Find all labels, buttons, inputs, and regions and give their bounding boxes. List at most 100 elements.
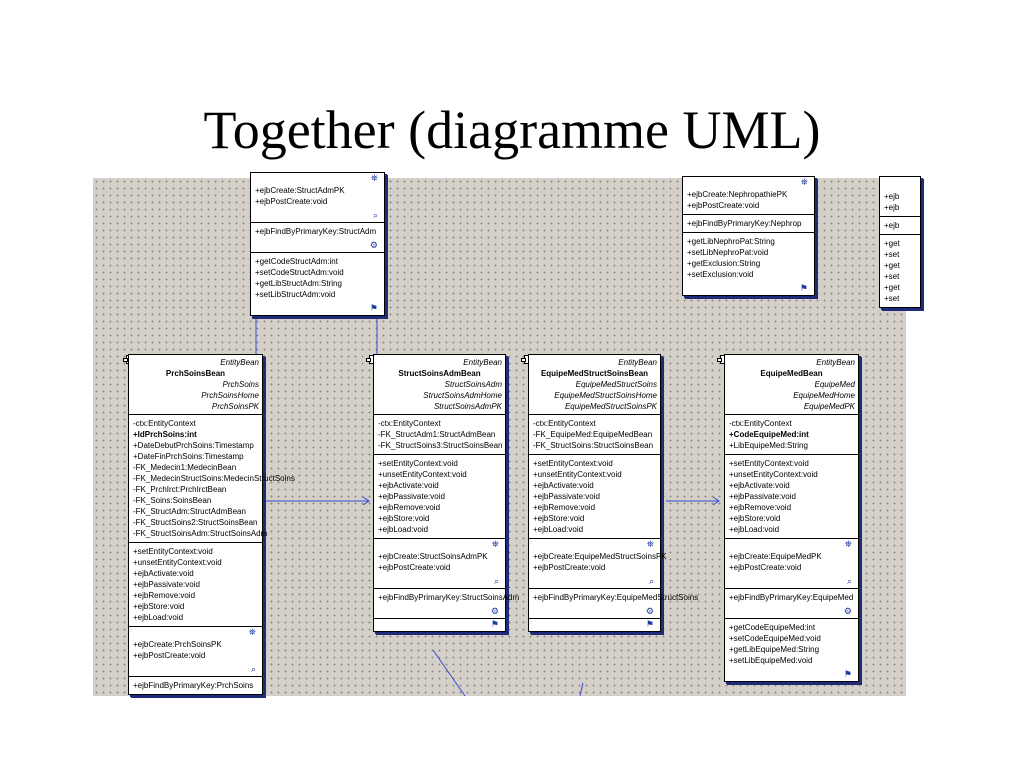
- operation: +ejbRemove:void: [378, 503, 441, 512]
- class-nephropathie[interactable]: ⛯ +ejbCreate:NephropathiePK +ejbPostCrea…: [682, 176, 815, 296]
- ejb-icon: ⚑: [529, 618, 660, 631]
- operation: +getCodeStructAdm:int: [255, 257, 338, 266]
- operation: +ejbLoad:void: [729, 525, 780, 534]
- create-icon: ⛯: [370, 173, 378, 183]
- arrowhead-right-1: [362, 496, 370, 506]
- attribute: +IdPrchSoins:int: [133, 430, 197, 439]
- business-method-icon: ⚙: [843, 606, 852, 616]
- stereotype: EntityBean: [618, 358, 657, 367]
- uml-diagram-canvas[interactable]: ⛯ +ejbCreate:StructAdmPK +ejbPostCreate:…: [93, 172, 921, 697]
- class-prchsoinsbean[interactable]: EntityBean PrchSoinsBean PrchSoins PrchS…: [128, 354, 295, 695]
- operation: +ejbCreate:StructAdmPK: [255, 186, 345, 195]
- operation: +ejbPassivate:void: [133, 580, 200, 589]
- operation: +ejb: [884, 203, 900, 212]
- business-method-icon: ⚙: [369, 240, 378, 250]
- operation: +ejbPassivate:void: [729, 492, 796, 501]
- finder-icon: ⌕: [250, 664, 256, 674]
- attribute: -ctx:EntityContext: [533, 419, 596, 428]
- link-down-1: [432, 649, 466, 697]
- operation: +unsetEntityContext:void: [533, 470, 622, 479]
- ejb-icon: ⚑: [843, 669, 852, 679]
- operation: +set: [884, 294, 900, 303]
- attribute: +CodeEquipeMed:int: [729, 430, 809, 439]
- create-icon: ⛯: [129, 626, 262, 639]
- stereotype: EntityBean: [463, 358, 502, 367]
- operation: +setExclusion:void: [687, 270, 754, 279]
- finder-icon: ⌕: [648, 576, 654, 586]
- interface: EquipeMed: [814, 380, 855, 389]
- class-equipemedstructsoinsbean[interactable]: EntityBean EquipeMedStructSoinsBean Equi…: [528, 354, 699, 632]
- finder-icon: ⌕: [372, 210, 378, 220]
- attribute: -FK_PrchIrct:PrchIrctBean: [133, 485, 227, 494]
- attribute: -FK_Soins:SoinsBean: [133, 496, 212, 505]
- operations: +setEntityContext:void +unsetEntityConte…: [529, 454, 660, 538]
- attribute: +LibEquipeMed:String: [729, 441, 808, 450]
- operation: +setEntityContext:void: [378, 459, 458, 468]
- operation: +ejbCreate:StructSoinsAdmPK: [378, 552, 488, 561]
- attributes: -ctx:EntityContext +IdPrchSoins:int +Dat…: [129, 414, 295, 542]
- class-structsoinsadmbean[interactable]: EntityBean StructSoinsAdmBean StructSoin…: [373, 354, 519, 632]
- class-structadm[interactable]: ⛯ +ejbCreate:StructAdmPK +ejbPostCreate:…: [250, 172, 385, 316]
- operation: +ejbStore:void: [133, 602, 185, 611]
- attributes: -ctx:EntityContext +CodeEquipeMed:int +L…: [725, 414, 858, 454]
- operations: +setEntityContext:void +unsetEntityConte…: [725, 454, 858, 538]
- operation: +ejbFindByPrimaryKey:Nephrop: [687, 219, 802, 228]
- finder-icon: ⌕: [846, 576, 852, 586]
- operation: +getLibStructAdm:String: [255, 279, 342, 288]
- create-icon: ⛯: [800, 177, 808, 187]
- interface: StructSoinsAdmHome: [423, 391, 502, 400]
- operation: +ejbStore:void: [729, 514, 781, 523]
- operation: +ejbCreate:NephropathiePK: [687, 190, 788, 199]
- operation: +ejbPassivate:void: [378, 492, 445, 501]
- stereotype: EntityBean: [220, 358, 259, 367]
- operation: +ejbFindByPrimaryKey:EquipeMedStructSoin…: [533, 593, 699, 602]
- attributes: -ctx:EntityContext -FK_StructAdm1:Struct…: [374, 414, 505, 454]
- operation: +ejbPostCreate:void: [533, 563, 606, 572]
- attribute: -FK_StructSoins:StructSoinsBean: [533, 441, 654, 450]
- interface: EquipeMedStructSoins: [575, 380, 657, 389]
- interface: EquipeMedHome: [793, 391, 855, 400]
- operation: +setLibEquipeMed:void: [729, 656, 813, 665]
- operation: +ejbPostCreate:void: [133, 651, 206, 660]
- attribute: -FK_MedecinStructSoins:MedecinStructSoin…: [133, 474, 295, 483]
- operation: +unsetEntityContext:void: [729, 470, 818, 479]
- operation: +getExclusion:String: [687, 259, 761, 268]
- operation: +unsetEntityContext:void: [133, 558, 222, 567]
- stereotype: EntityBean: [816, 358, 855, 367]
- operation: +ejbPostCreate:void: [378, 563, 451, 572]
- ejb-icon: ⚑: [799, 283, 808, 293]
- class-name: StructSoinsAdmBean: [398, 369, 481, 378]
- operation: +ejbPostCreate:void: [255, 197, 328, 206]
- interface: StructSoinsAdmPK: [433, 402, 502, 411]
- operation: +get: [884, 283, 900, 292]
- operation: +unsetEntityContext:void: [378, 470, 467, 479]
- operation: +ejbActivate:void: [729, 481, 790, 490]
- interface: StructSoinsAdm: [444, 380, 502, 389]
- operation: +get: [884, 239, 900, 248]
- business-method-icon: ⚙: [645, 606, 654, 616]
- operation: +ejbPostCreate:void: [729, 563, 802, 572]
- operation: +setEntityContext:void: [133, 547, 213, 556]
- operation: +setLibNephroPat:void: [687, 248, 769, 257]
- class-partial-right[interactable]: +ejb +ejb +ejb +get +set +get +set +get …: [879, 176, 921, 308]
- slide-title: Together (diagramme UML): [203, 100, 821, 160]
- class-equipemedbean[interactable]: EntityBean EquipeMedBean EquipeMed Equip…: [724, 354, 859, 682]
- attribute: -FK_StructAdm:StructAdmBean: [133, 507, 246, 516]
- operation: +ejbCreate:EquipeMedStructSoinsPK: [533, 552, 667, 561]
- interface: PrchSoinsHome: [201, 391, 259, 400]
- operation: +ejbStore:void: [533, 514, 585, 523]
- association-links: [251, 312, 720, 697]
- operation: +ejbFindByPrimaryKey:PrchSoins: [133, 681, 254, 690]
- create-icon: ⛯: [529, 538, 660, 551]
- attribute: +DateFinPrchSoins:Timestamp: [133, 452, 244, 461]
- interface: PrchSoins: [222, 380, 259, 389]
- create-icon: ⛯: [374, 538, 505, 551]
- operation: +ejbActivate:void: [133, 569, 194, 578]
- operation: +getCodeEquipeMed:int: [729, 623, 816, 632]
- operation: +setCodeEquipeMed:void: [729, 634, 821, 643]
- arrowhead-right-2: [712, 496, 720, 506]
- class-header: EntityBean EquipeMedStructSoinsBean Equi…: [529, 355, 660, 414]
- operation: +ejbActivate:void: [533, 481, 594, 490]
- ejb-icon: ⚑: [369, 303, 378, 313]
- operation: +ejbCreate:EquipeMedPK: [729, 552, 822, 561]
